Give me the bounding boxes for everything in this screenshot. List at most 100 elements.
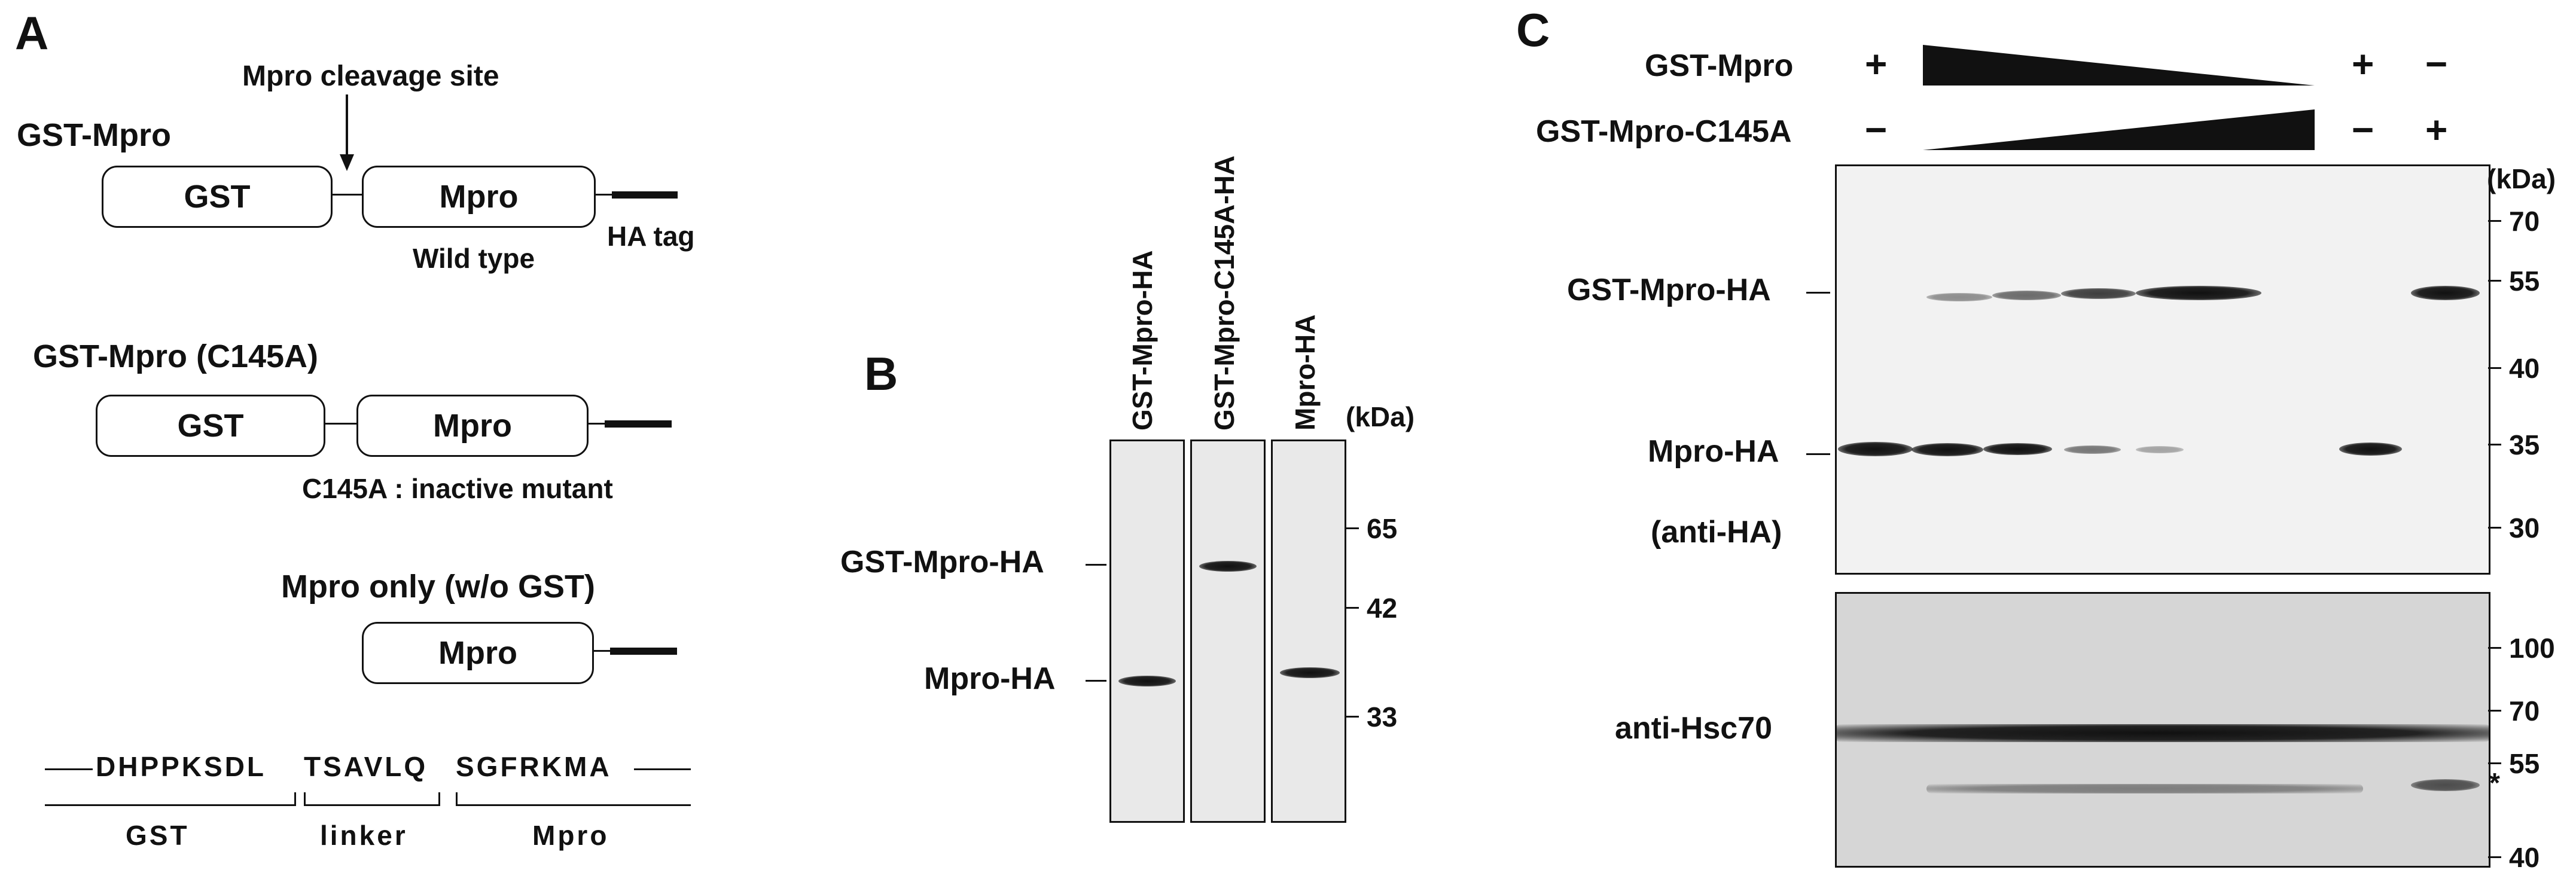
gst-mpro-ha-band (2061, 288, 2136, 299)
marker-label: 55 (2509, 265, 2540, 297)
gst-mpro-ha-band (1926, 293, 1992, 301)
mpro-ha-band (2136, 446, 2184, 453)
connector-line (324, 423, 356, 425)
connector-line (592, 650, 610, 652)
kda-label: (kDa) (2487, 163, 2556, 194)
increasing-gradient-wedge (1923, 109, 2318, 154)
mpro-bracket-end (456, 792, 458, 806)
marker-label: 40 (2509, 353, 2540, 384)
sign-plus: + (1865, 42, 1888, 86)
marker-label: 65 (1367, 513, 1398, 544)
marker-tick (2488, 220, 2501, 222)
band-label: GST-Mpro-HA (1567, 273, 1771, 307)
inactive-mutant-label: C145A : inactive mutant (302, 473, 613, 504)
connector-line (587, 423, 605, 425)
ha-tag-label: HA tag (607, 221, 695, 252)
blot-lane-2 (1190, 440, 1266, 823)
gst-bracket-end (294, 792, 296, 806)
mpro-ha-band (1280, 667, 1340, 678)
marker-tick (2488, 710, 2501, 712)
mpro-box: Mpro (356, 395, 589, 457)
band-pointer (1086, 680, 1106, 682)
ha-tag-bar (612, 191, 678, 199)
construct-gst-mpro-title: GST-Mpro (17, 117, 171, 153)
band-label: GST-Mpro-HA (840, 545, 1044, 579)
connector-line (331, 194, 362, 196)
mpro-ha-band (1912, 443, 1983, 456)
mpro-ha-band (1118, 676, 1176, 686)
mpro-bracket (456, 804, 691, 806)
gst-box: GST (96, 395, 325, 457)
marker-label: 55 (2509, 748, 2540, 779)
antibody-label: anti-Hsc70 (1615, 711, 1772, 746)
sign-minus: − (2425, 42, 2448, 86)
band-pointer (1806, 292, 1830, 294)
linker-bracket-end (304, 792, 306, 806)
sign-plus: + (2352, 42, 2374, 86)
marker-tick (2488, 527, 2501, 529)
sign-minus: − (1865, 108, 1888, 151)
marker-tick (2488, 762, 2501, 764)
marker-tick (1346, 716, 1359, 718)
wild-type-label: Wild type (413, 243, 535, 274)
marker-tick (2488, 444, 2501, 445)
marker-tick (1346, 607, 1359, 609)
marker-tick (2488, 367, 2501, 369)
band-label: Mpro-HA (924, 661, 1056, 696)
band-label: Mpro-HA (1648, 434, 1779, 469)
marker-tick (2488, 856, 2501, 858)
marker-tick (2488, 647, 2501, 649)
blot-lane-1 (1109, 440, 1185, 823)
mpro-ha-band (2339, 442, 2402, 456)
panel-a-letter: A (15, 7, 49, 59)
blot-lane-3 (1271, 440, 1346, 823)
region-linker-label: linker (320, 820, 408, 851)
decreasing-gradient-wedge (1923, 45, 2318, 90)
marker-label: 70 (2509, 695, 2540, 727)
row-label: GST-Mpro-C145A (1536, 114, 1792, 149)
anti-hsc70-blot (1835, 592, 2490, 868)
nonspecific-band (1926, 784, 2363, 794)
mpro-ha-band (2064, 445, 2121, 454)
band-pointer (1806, 453, 1830, 455)
marker-label: 30 (2509, 512, 2540, 544)
hsc70-band (1837, 724, 2489, 742)
construct-mpro-only-title: Mpro only (w/o GST) (281, 569, 595, 605)
asterisk-marker: * (2489, 767, 2500, 798)
gst-bracket (45, 804, 296, 806)
gst-mpro-ha-band (2411, 286, 2480, 300)
region-mpro-label: Mpro (532, 820, 609, 851)
lane-label: GST-Mpro-C145A-HA (1209, 155, 1240, 431)
cleavage-arrow-icon (338, 94, 356, 175)
gst-box: GST (102, 166, 333, 228)
kda-label: (kDa) (1346, 401, 1415, 432)
panel-c-letter: C (1516, 4, 1550, 56)
sequence-linker: TSAVLQ (304, 751, 428, 782)
gst-mpro-ha-band (2136, 286, 2261, 300)
mpro-box: Mpro (362, 622, 594, 684)
gst-mpro-ha-band (1992, 291, 2061, 300)
ha-tag-bar (605, 420, 672, 428)
linker-bracket-end (438, 792, 440, 806)
gst-mpro-ha-band (1199, 561, 1257, 572)
lane-label: Mpro-HA (1289, 314, 1321, 431)
panel-b-letter: B (864, 347, 898, 400)
sign-plus: + (2425, 108, 2448, 151)
lane-label: GST-Mpro-HA (1127, 250, 1158, 431)
mpro-ha-band (1983, 443, 2052, 455)
anti-ha-blot (1835, 164, 2490, 575)
mpro-ha-band (1838, 442, 1913, 456)
marker-label: 42 (1367, 593, 1398, 624)
sign-minus: − (2352, 108, 2374, 151)
sequence-line (45, 768, 93, 770)
marker-label: 33 (1367, 701, 1398, 733)
antibody-label: (anti-HA) (1651, 515, 1782, 550)
ha-tag-bar (610, 648, 677, 655)
row-label: GST-Mpro (1645, 48, 1794, 83)
connector-line (594, 194, 612, 196)
sequence-line (634, 768, 691, 770)
marker-label: 100 (2509, 633, 2555, 664)
linker-bracket (304, 804, 440, 806)
mpro-box: Mpro (362, 166, 596, 228)
sequence-gst: DHPPKSDL (96, 751, 267, 782)
